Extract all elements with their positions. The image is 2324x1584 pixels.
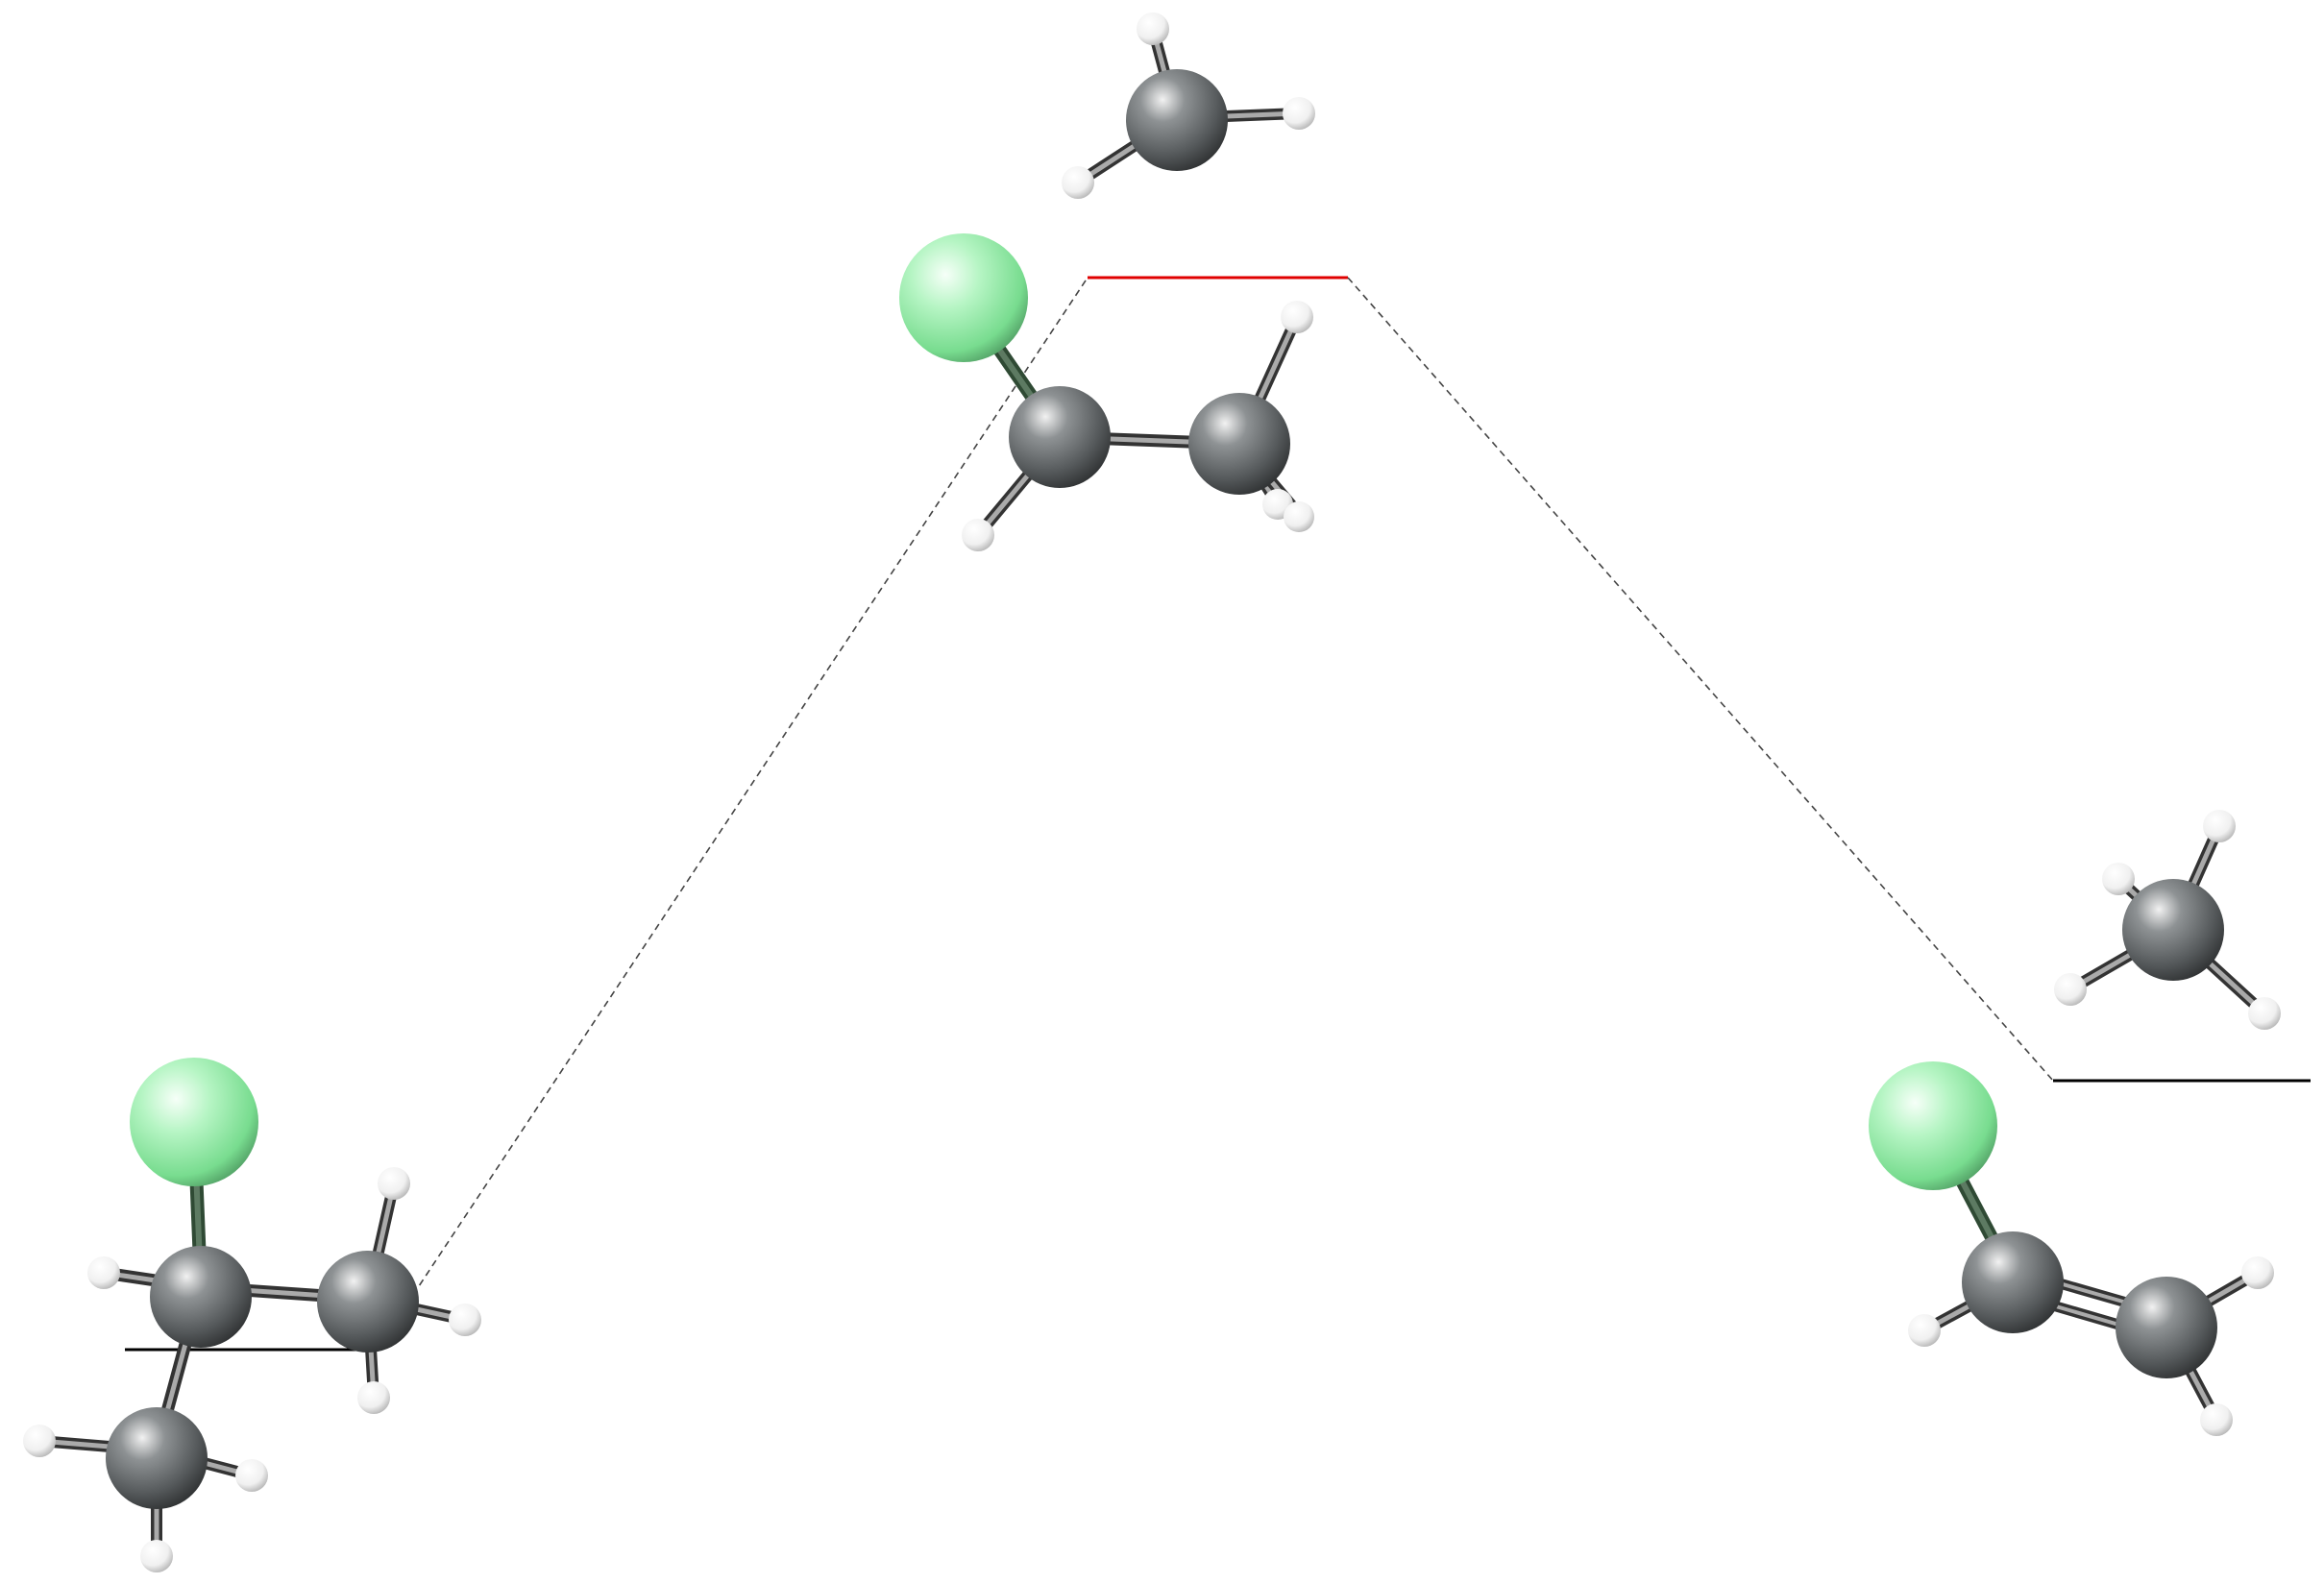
hydrogen-atom [2102, 863, 2135, 895]
hydrogen-atom [962, 519, 994, 551]
carbon-atom [1962, 1231, 2064, 1333]
hydrogen-atom [2054, 973, 2087, 1006]
hydrogen-atom [357, 1381, 390, 1414]
chlorine-atom [1869, 1061, 1997, 1190]
hydrogen-atom [1908, 1314, 1941, 1347]
carbon-atom [106, 1407, 208, 1509]
reactant-molecule [23, 1058, 481, 1572]
carbon-atom [150, 1246, 252, 1348]
carbon-atom [1009, 386, 1111, 488]
reactant-to-ts-connector [412, 277, 1089, 1296]
hydrogen-atom [1062, 166, 1094, 199]
hydrogen-atom [2241, 1256, 2274, 1289]
carbon-atom [317, 1251, 419, 1352]
hydrogen-atom [2203, 810, 2236, 842]
hydrogen-atom [2248, 997, 2281, 1030]
carbon-atom [1188, 393, 1290, 495]
chlorine-atom [130, 1058, 258, 1186]
hydrogen-atom [23, 1425, 56, 1457]
hydrogen-atom [1284, 501, 1314, 532]
hydrogen-atom [1137, 12, 1169, 45]
ts-methyl-fragment [1062, 12, 1315, 199]
hydrogen-atom [87, 1256, 120, 1289]
carbon-atom [1126, 69, 1228, 171]
hydrogen-atom [2200, 1403, 2233, 1436]
hydrogen-atom [1283, 97, 1315, 130]
ts-chloroethyl-fragment [899, 233, 1314, 551]
chlorine-atom [899, 233, 1028, 362]
product-vinyl-chloride [1869, 1061, 2274, 1436]
hydrogen-atom [1281, 301, 1313, 333]
hydrogen-atom [235, 1459, 268, 1492]
hydrogen-atom [140, 1540, 173, 1572]
ts-to-product-connector [1347, 277, 2054, 1082]
hydrogen-atom [378, 1167, 410, 1200]
carbon-atom [2116, 1277, 2217, 1378]
hydrogen-atom [449, 1304, 481, 1336]
product-methane [2054, 810, 2281, 1030]
carbon-atom [2122, 879, 2224, 981]
